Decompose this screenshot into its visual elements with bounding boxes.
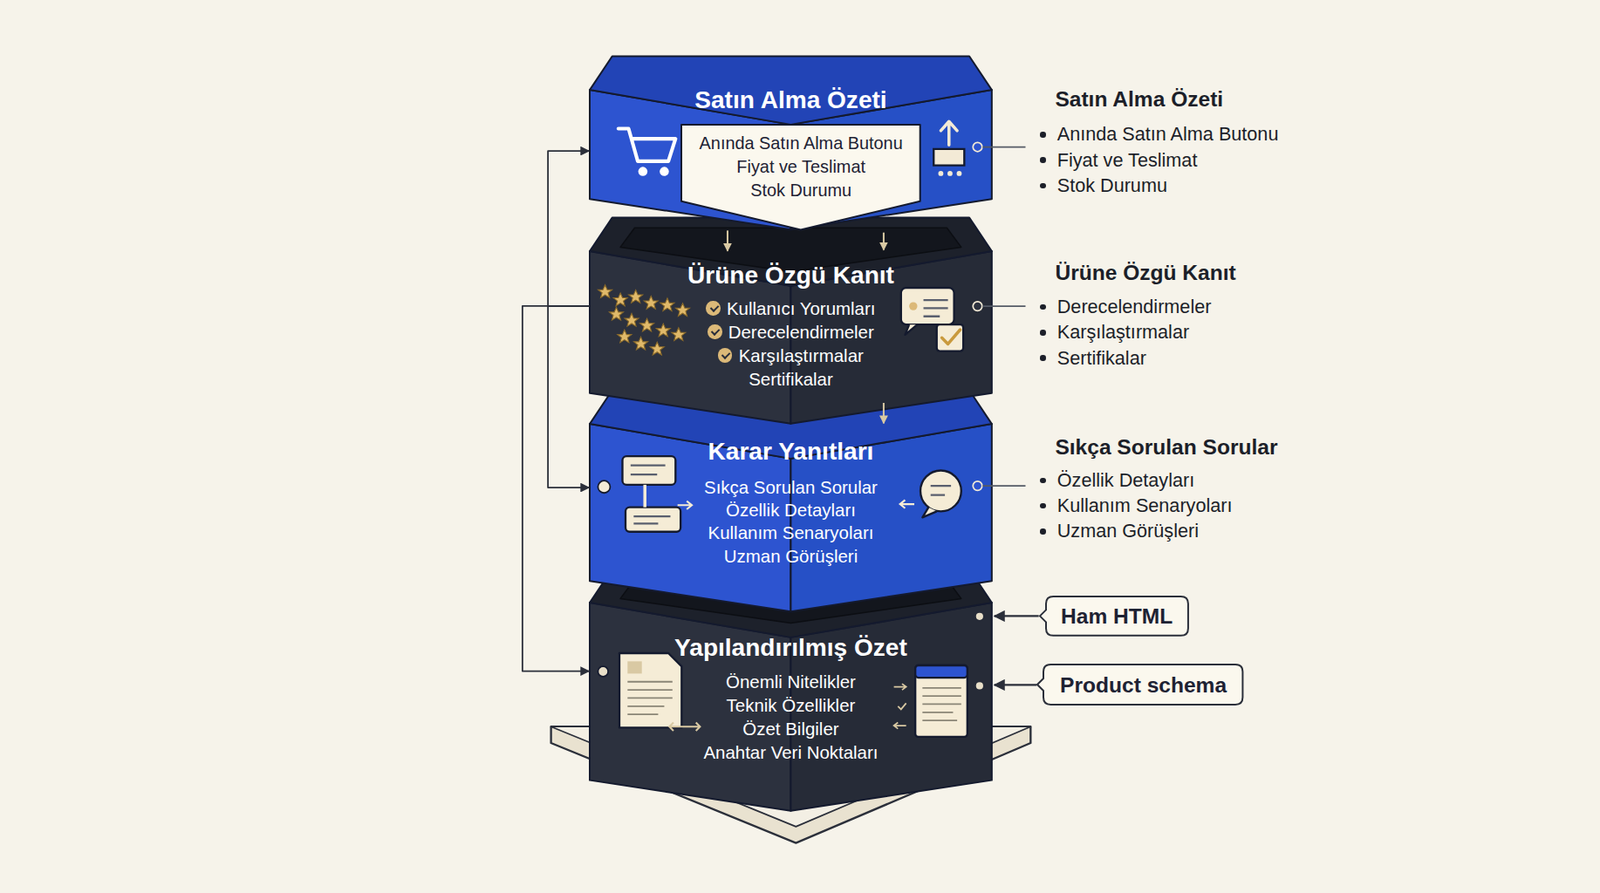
list-item: Özellik Detayları	[1057, 469, 1195, 493]
node-item: Karşılaştırmalar	[717, 345, 864, 366]
connector-arrow	[547, 306, 590, 488]
node-item: Özet Bilgiler	[742, 718, 839, 739]
node-item: Fiyat ve Teslimat	[736, 157, 866, 177]
text-row: Stok Durumu	[681, 180, 921, 202]
list-item: Uzman Görüşleri	[1057, 519, 1199, 543]
bullet-dot	[1039, 183, 1046, 189]
node-item: Stok Durumu	[750, 180, 852, 200]
layer-block: Ürüne Özgü KanıtKullanıcı YorumlarıDerec…	[589, 214, 992, 424]
card-outline	[681, 124, 921, 230]
text-row: Anahtar Veri Noktaları	[589, 742, 992, 765]
summary-card: Anında Satın Alma ButonuFiyat ve Teslima…	[681, 124, 921, 230]
text-row: Yapılandırılmış Özet	[589, 633, 992, 664]
text-row: Özellik Detayları	[589, 499, 992, 522]
node-item: Anahtar Veri Noktaları	[703, 742, 878, 763]
list-item: Karşılaştırmalar	[1057, 321, 1190, 344]
node-item: Derecelendirmeler	[707, 321, 875, 342]
node-item: Anında Satın Alma Butonu	[699, 133, 903, 153]
layer-block-outline	[589, 214, 992, 424]
tag-outline	[1039, 596, 1189, 636]
text-row: Kullanım Senaryoları	[589, 522, 992, 545]
text-row: Teknik Özellikler	[589, 695, 992, 718]
bullet-dot	[1039, 157, 1046, 163]
layer-opening	[620, 579, 962, 623]
text-row: Karşılaştırmalar	[589, 345, 992, 368]
text-row: Kullanıcı Yorumları	[589, 298, 992, 321]
layer-top-face	[589, 55, 992, 124]
list-item: Fiyat ve Teslimat	[1057, 149, 1198, 172]
text-row: Product schema	[1042, 672, 1244, 698]
node-item: Sertifikalar	[748, 369, 834, 390]
list-heading: Ürüne Özgü Kanıt	[1054, 259, 1236, 286]
layer-block: Satın Alma ÖzetiAnında Satın Alma Butonu…	[589, 53, 992, 230]
node-heading: Satın Alma Özeti	[694, 86, 887, 114]
node-item: Sıkça Sorulan Sorular	[704, 477, 878, 498]
text-row: Uzman Görüşleri	[589, 546, 992, 568]
connector-arrow	[994, 615, 1040, 617]
text-row: Karar Yanıtları	[589, 437, 992, 467]
node-heading: Ham HTML	[1060, 604, 1173, 629]
node-item: Kullanım Senaryoları	[708, 522, 875, 543]
text-row: Ürüne Özgü Kanıt	[589, 260, 992, 291]
bullet-dot	[1039, 528, 1046, 534]
text-row: Fiyat ve Teslimat	[681, 157, 921, 178]
list-item: Anında Satın Alma Butonu	[1057, 123, 1279, 146]
connector-arrow	[547, 150, 590, 307]
node-item: Teknik Özellikler	[726, 695, 856, 716]
layer-top-face	[589, 569, 992, 638]
bullet-dot	[1039, 131, 1046, 137]
source-tag: Ham HTML	[1045, 595, 1190, 637]
text-row: Özet Bilgiler	[589, 718, 992, 741]
node-item: Uzman Görüşleri	[724, 546, 858, 567]
node-heading: Karar Yanıtları	[708, 437, 875, 465]
text-row: Derecelendirmeler	[589, 321, 992, 344]
connector-arrow	[994, 683, 1037, 686]
list-heading: Sıkça Sorulan Sorular	[1054, 434, 1278, 460]
source-tag: Product schema	[1042, 663, 1244, 706]
node-item: Özellik Detayları	[725, 499, 856, 520]
text-row: Anında Satın Alma Butonu	[681, 133, 921, 155]
node-item: Önemli Nitelikler	[725, 671, 856, 692]
tag-outline	[1037, 664, 1243, 705]
list-item: Derecelendirmeler	[1057, 295, 1212, 319]
text-row: Önemli Nitelikler	[589, 671, 992, 694]
text-row: Ham HTML	[1045, 603, 1190, 630]
bullet-dot	[1039, 329, 1046, 336]
list-item: Sertifikalar	[1057, 347, 1147, 370]
text-row: Satın Alma Özeti	[589, 85, 992, 116]
bullet-dot	[1039, 355, 1046, 361]
text-row: Sıkça Sorulan Sorular	[589, 477, 992, 500]
bullet-dot	[1039, 304, 1046, 310]
node-item: Kullanıcı Yorumları	[705, 298, 876, 319]
connector-arrow	[522, 306, 590, 672]
bullet-dot	[1039, 478, 1046, 484]
list-heading: Satın Alma Özeti	[1054, 86, 1224, 112]
list-item: Kullanım Senaryoları	[1057, 494, 1233, 518]
node-heading: Ürüne Özgü Kanıt	[687, 261, 895, 289]
text-row: Sertifikalar	[589, 369, 992, 391]
list-item: Stok Durumu	[1057, 174, 1168, 198]
node-heading: Yapılandırılmış Özet	[674, 634, 908, 662]
node-heading: Product schema	[1059, 673, 1227, 698]
bullet-dot	[1039, 503, 1046, 509]
